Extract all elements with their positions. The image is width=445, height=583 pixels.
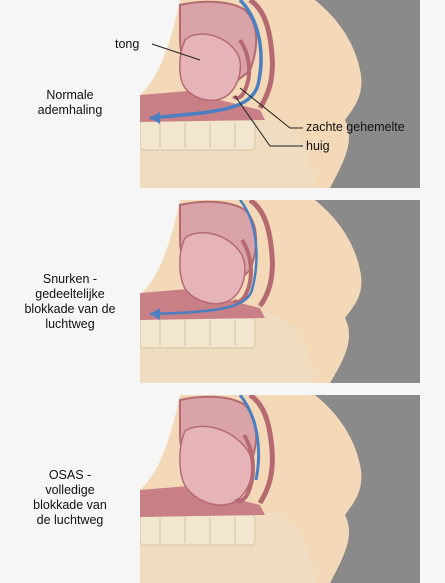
panel-normal-breathing (140, 0, 420, 188)
caption-line: blokkade van de (24, 302, 116, 316)
caption-line: ademhaling (37, 103, 103, 117)
airway-illustration-osas (140, 395, 420, 583)
caption-line: blokkade van (33, 498, 107, 512)
tongue-shape (179, 33, 242, 102)
caption-osas: OSAS - volledige blokkade van de luchtwe… (0, 468, 140, 528)
nose-bridge (248, 200, 275, 308)
tongue-shape (179, 231, 246, 305)
label-uvula: huig (306, 139, 330, 153)
vertebrae (140, 317, 256, 349)
airflow-arrowhead (150, 112, 160, 124)
label-tongue: tong (115, 37, 140, 51)
airway-illustration-normal (140, 0, 420, 188)
tongue-shape (179, 425, 254, 506)
caption-line: volledige (45, 483, 95, 497)
caption-line: luchtweg (45, 317, 95, 331)
airway-illustration-snoring (140, 200, 420, 383)
nose-bridge (248, 395, 275, 505)
caption-normal-breathing: Normale ademhaling (0, 88, 140, 118)
throat-tissue (140, 90, 265, 122)
caption-line: OSAS - (48, 468, 92, 482)
caption-line: gedeeltelijke (35, 287, 105, 301)
panel-osas (140, 395, 420, 583)
caption-line: de luchtweg (36, 513, 104, 527)
caption-snoring: Snurken - gedeeltelijke blokkade van de … (0, 272, 140, 332)
caption-line: Snurken - (42, 272, 98, 286)
airflow-arrow (238, 395, 261, 481)
airflow-arrow (149, 200, 258, 316)
leader-line-soft-palate (239, 87, 303, 129)
nose-bridge (248, 0, 275, 110)
airflow-arrow (149, 0, 263, 120)
leader-line-uvula (234, 95, 303, 147)
caption-line: Normale (46, 88, 94, 102)
soft-palate (234, 433, 255, 503)
leader-line-tongue (151, 43, 201, 61)
panel-snoring (140, 200, 420, 383)
label-soft-palate: zachte gehemelte (306, 120, 405, 134)
soft-palate (232, 238, 253, 304)
vertebrae (140, 514, 256, 546)
airflow-arrowhead (150, 308, 160, 320)
vertebrae (140, 119, 256, 151)
